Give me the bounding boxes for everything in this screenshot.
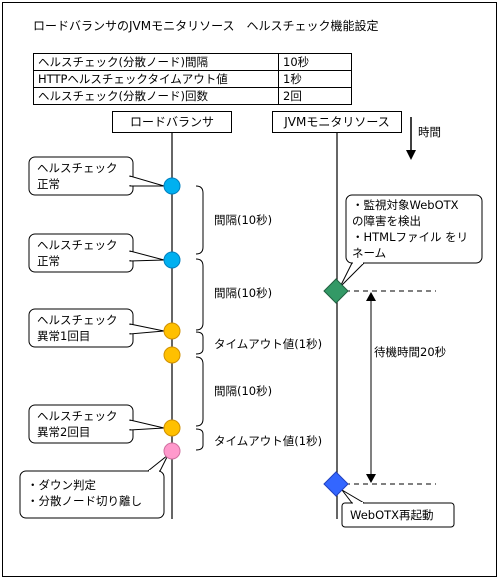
interval-label-2: 間隔(10秒) (214, 286, 273, 300)
callout-hc-err-2-text: ヘルスチェック 異常2回目 (37, 409, 118, 439)
timeout-label-2: タイムアウト値(1秒) (214, 434, 323, 448)
callout-hc-ok-2 (28, 233, 165, 273)
interval-brace-1 (195, 185, 204, 255)
wait-arrow-head-top (366, 292, 376, 301)
setting-value: 2回 (278, 87, 352, 105)
hc-error-marker-3 (163, 419, 181, 437)
settings-row: ヘルスチェック(分散ノード)間隔 10秒 (33, 53, 352, 71)
time-arrow-head (406, 150, 416, 160)
interval-label-1: 間隔(10秒) (214, 213, 273, 227)
callout-hc-err-2 (28, 404, 165, 444)
setting-value: 1秒 (278, 70, 352, 88)
interval-brace-3 (195, 356, 204, 427)
timeout-brace-2 (195, 428, 204, 451)
callout-detect (339, 194, 483, 288)
callout-hc-err-1-text: ヘルスチェック 異常1回目 (37, 313, 118, 343)
timeout-brace-1 (195, 331, 204, 355)
hc-ok-marker-2 (163, 251, 181, 269)
lane-header-jvm-monitor: JVMモニタリソース (272, 111, 402, 133)
hc-ok-marker-1 (163, 177, 181, 195)
callout-hc-ok-1-text: ヘルスチェック 正常 (37, 161, 118, 191)
timeout-label-1: タイムアウト値(1秒) (214, 337, 323, 351)
setting-key: ヘルスチェック(分散ノード)間隔 (33, 53, 279, 71)
setting-key: ヘルスチェック(分散ノード)回数 (33, 87, 279, 105)
callout-hc-ok-1 (28, 156, 165, 196)
callout-restart-text: WebOTX再起動 (350, 508, 434, 522)
time-label: 時間 (418, 125, 441, 139)
lane-header-load-balancer: ロードバランサ (112, 111, 232, 133)
callout-restart (341, 489, 455, 528)
interval-label-3: 間隔(10秒) (214, 384, 273, 398)
callout-hc-ok-2-text: ヘルスチェック 正常 (37, 238, 118, 268)
callout-down-text: ・ダウン判定 ・分散ノード切り離し (27, 478, 142, 508)
callout-hc-err-1 (28, 308, 165, 348)
interval-brace-2 (195, 258, 204, 331)
detect-marker (323, 278, 349, 304)
wait-time-label: 待機時間20秒 (374, 345, 447, 359)
settings-row: HTTPヘルスチェックタイムアウト値 1秒 (33, 70, 352, 88)
callout-down (19, 454, 169, 519)
settings-table: ヘルスチェック(分散ノード)間隔 10秒 HTTPヘルスチェックタイムアウト値 … (33, 53, 352, 105)
down-marker (163, 442, 181, 460)
settings-row: ヘルスチェック(分散ノード)回数 2回 (33, 87, 352, 105)
callout-detect-text: ・監視対象WebOTX の障害を検出 ・HTMLファイル をリ ネーム (352, 198, 469, 260)
hc-error-marker-1 (163, 322, 181, 340)
restart-marker (323, 471, 349, 497)
diagram-title: ロードバランサのJVMモニタリソース ヘルスチェック機能設定 (33, 19, 379, 33)
hc-error-marker-2 (163, 346, 181, 364)
wait-arrow-head-bottom (366, 474, 376, 483)
